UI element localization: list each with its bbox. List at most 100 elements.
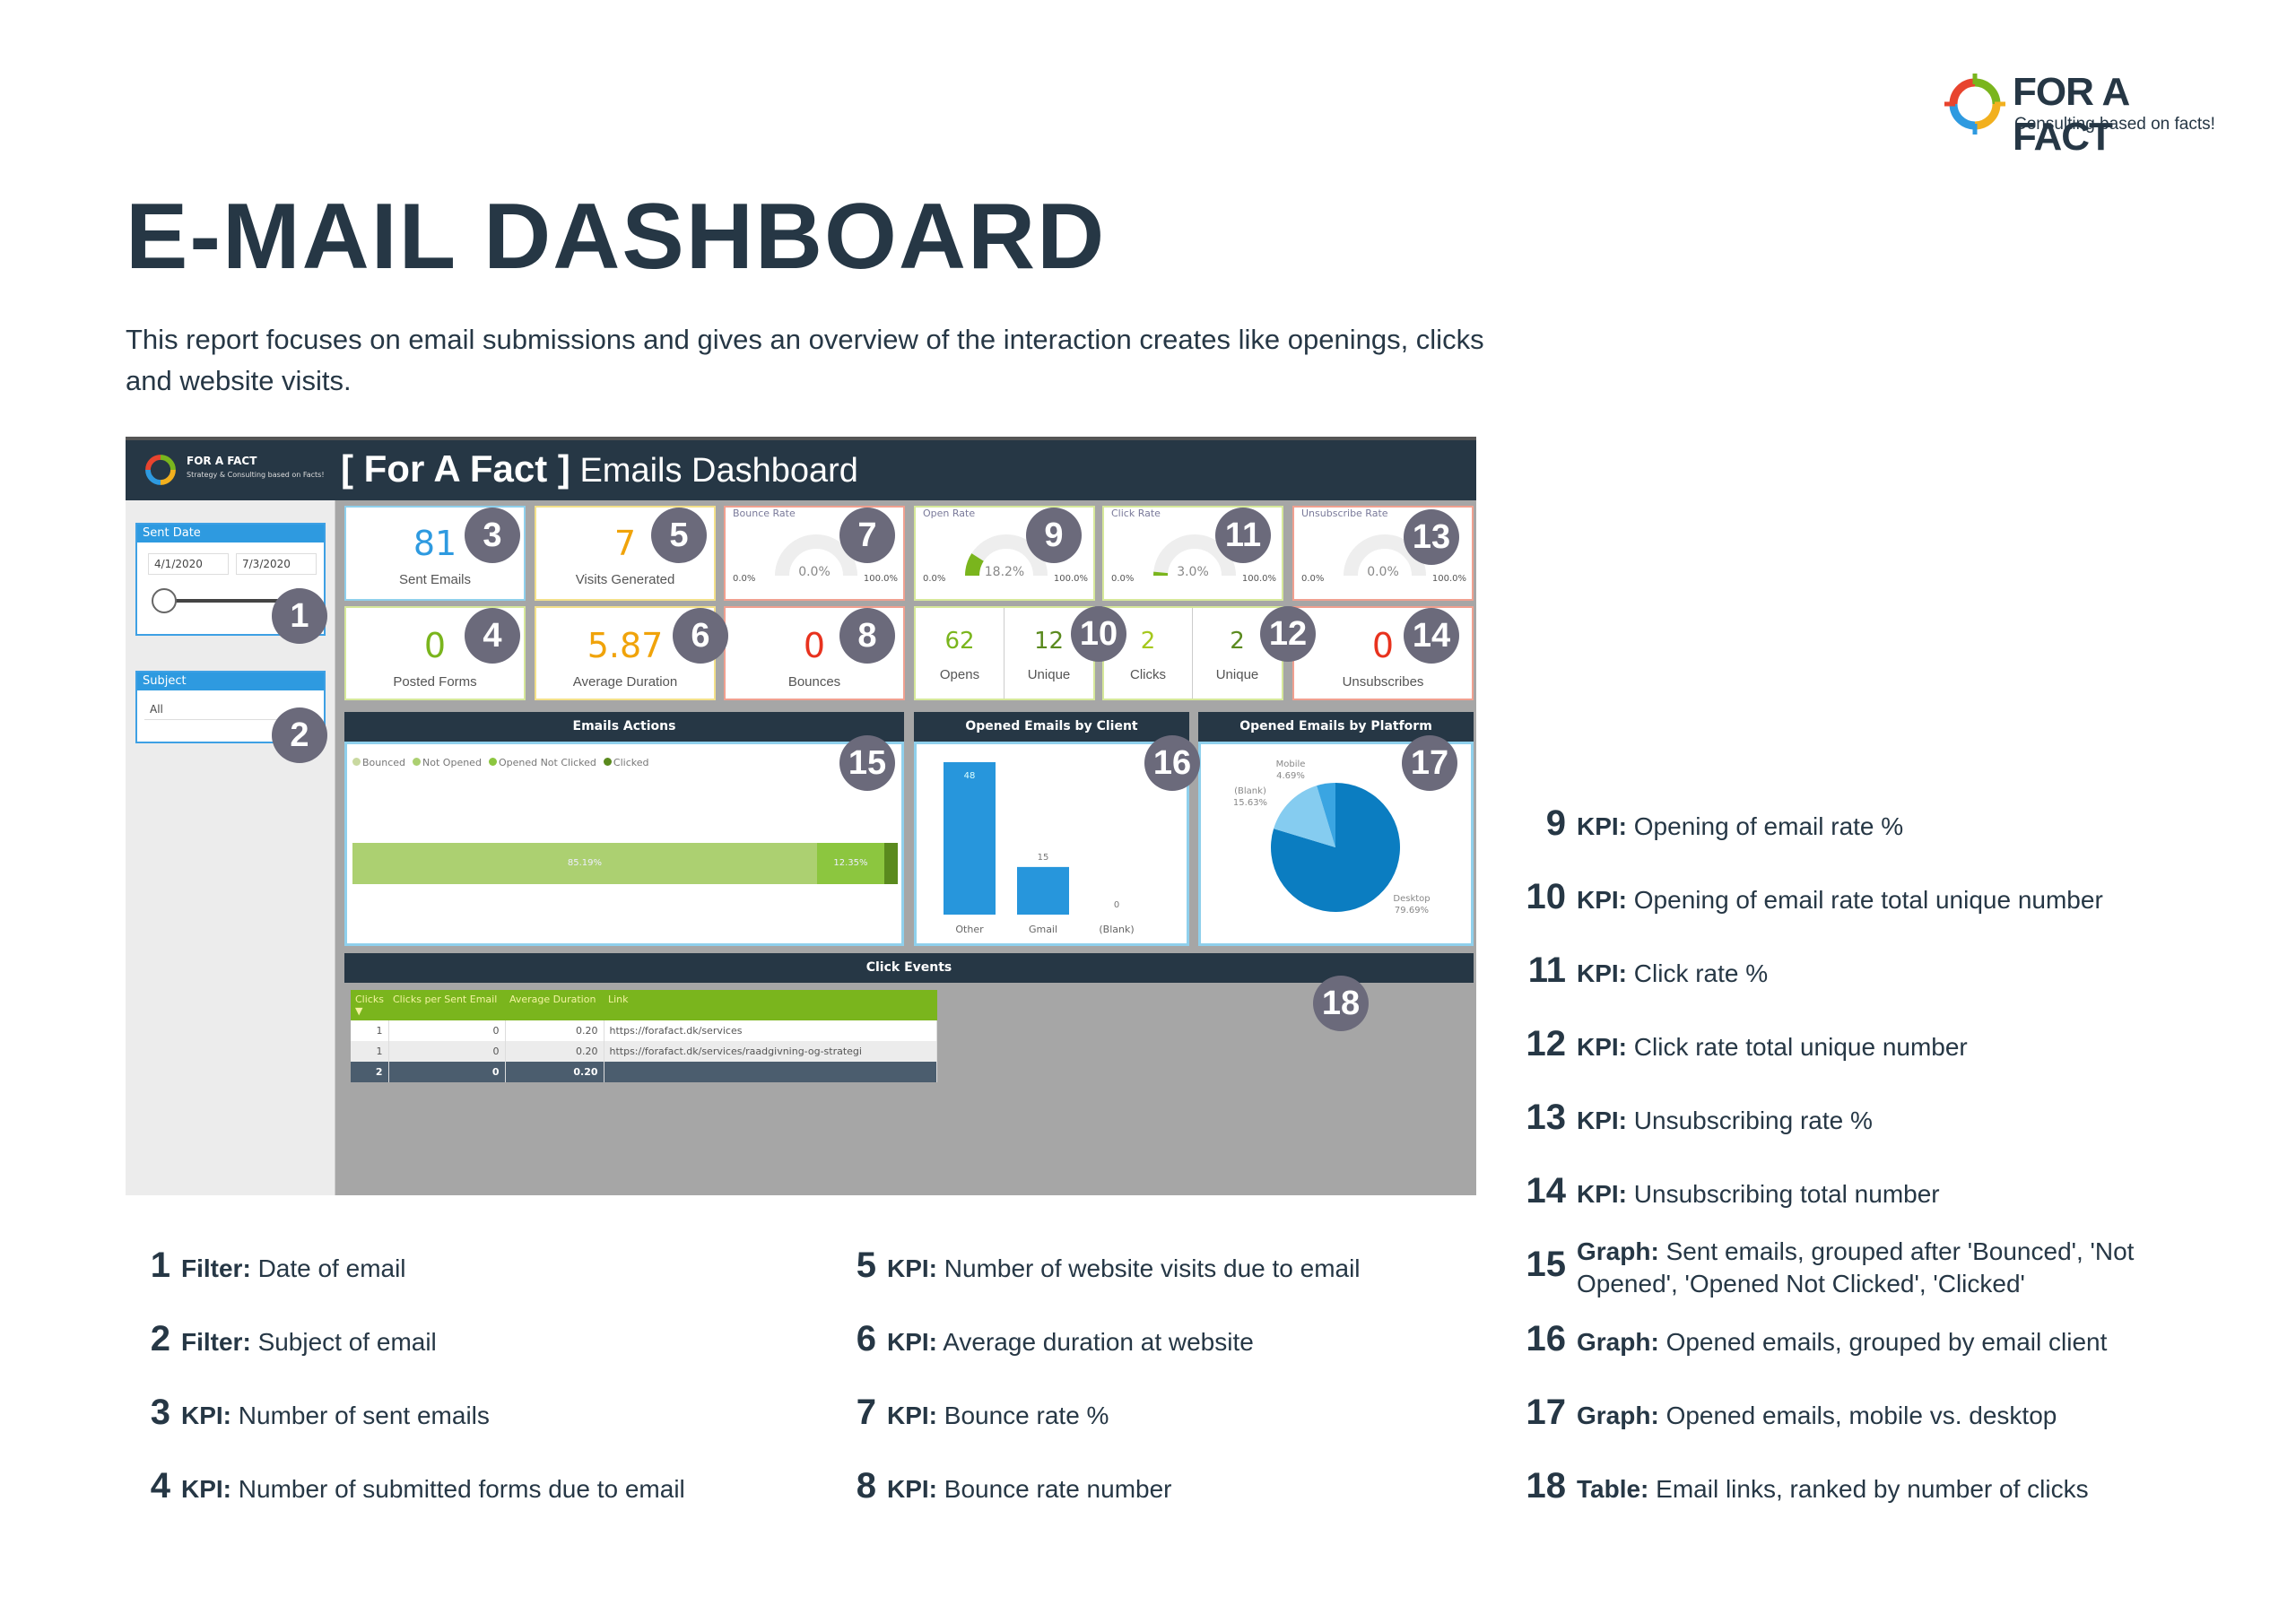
legend-label: Clicked <box>613 757 649 768</box>
gauge-min: 0.0% <box>1301 574 1325 584</box>
legend-label: Not Opened <box>422 757 482 768</box>
legend-kind: KPI: <box>887 1328 937 1356</box>
gauge-track <box>775 534 857 577</box>
gauge-min: 0.0% <box>923 574 946 584</box>
kpi-label: Clicks <box>1130 667 1166 682</box>
legend-description: Opening of email rate total unique numbe… <box>1633 886 2103 914</box>
kpi-value: 0 <box>423 626 447 665</box>
sent-date-label: Sent Date <box>137 525 324 542</box>
legend-kind: KPI: <box>1577 1180 1627 1208</box>
legend-kind: KPI: <box>1577 886 1627 914</box>
legend-description: Bounce rate % <box>944 1402 1109 1429</box>
bar-gmail <box>1017 866 1069 915</box>
legend-number: 10 <box>1526 877 1567 916</box>
legend-number: 12 <box>1526 1024 1567 1063</box>
callout-badge: 10 <box>1071 606 1126 662</box>
gauge-min: 0.0% <box>733 574 756 584</box>
table-total-row: 2 0 0.20 <box>351 1062 937 1082</box>
legend-dot-icon <box>488 758 497 766</box>
callout-badge: 14 <box>1404 608 1459 664</box>
column-header-clicks-per-sent[interactable]: Clicks per Sent Email <box>388 990 505 1020</box>
callout-badge: 9 <box>1026 508 1082 563</box>
legend-description: Number of sent emails <box>238 1402 490 1429</box>
callout-badge: 13 <box>1404 509 1459 565</box>
gauge-track <box>1153 534 1236 577</box>
logo-target-icon <box>1944 74 2005 135</box>
legend-description: Bounce rate number <box>944 1475 1172 1503</box>
gauge-min: 0.0% <box>1111 574 1135 584</box>
legend-dot-icon <box>603 758 612 766</box>
kpi-value: 81 <box>413 524 457 563</box>
legend-kind: Filter: <box>181 1328 251 1356</box>
legend-label: Opened Not Clicked <box>498 757 596 768</box>
gauge-value: 0.0% <box>798 565 831 579</box>
click-events-table: Clicks▼ Clicks per Sent Email Average Du… <box>351 990 937 1082</box>
column-header-clicks-label: Clicks <box>355 994 384 1005</box>
dashboard-header: FOR A FACT Strategy & Consulting based o… <box>126 437 1476 500</box>
legend-description: Opening of email rate % <box>1633 812 1904 840</box>
legend-number: 9 <box>1545 803 1566 843</box>
slice-name-label: Desktop <box>1393 894 1430 904</box>
legend-kind: KPI: <box>1577 812 1627 840</box>
category-label: (Blank) <box>1099 924 1134 935</box>
gauge-value: 3.0% <box>1177 565 1209 579</box>
legend-kind: KPI: <box>887 1254 937 1282</box>
kpi-value: 0 <box>1371 626 1395 665</box>
pie-slice-mobile <box>1317 783 1335 847</box>
date-start-handle[interactable] <box>152 588 177 613</box>
legend-number: 7 <box>856 1393 876 1432</box>
legend-number: 14 <box>1526 1171 1567 1211</box>
cell-link[interactable]: https://forafact.dk/services/raadgivning… <box>604 1041 937 1062</box>
column-header-link[interactable]: Link <box>604 990 937 1020</box>
dashboard-title-text: Emails Dashboard <box>579 452 858 490</box>
gauge-title: Bounce Rate <box>733 508 796 519</box>
legend-kind: KPI: <box>887 1402 937 1429</box>
legend-description: Click rate % <box>1633 959 1769 987</box>
cell-link[interactable]: https://forafact.dk/services <box>604 1020 937 1041</box>
column-header-average-duration[interactable]: Average Duration <box>505 990 604 1020</box>
legend-kind: KPI: <box>181 1475 231 1503</box>
cell-average-duration: 0.20 <box>505 1020 604 1041</box>
slice-name-label: Mobile <box>1276 759 1306 769</box>
kpi-value: 5.87 <box>587 626 664 665</box>
kpi-label: Unsubscribes <box>1342 674 1424 690</box>
legend-text: KPI: Bounce rate % <box>887 1400 1109 1432</box>
legend-text: Graph: Opened emails, mobile vs. desktop <box>1577 1400 2057 1432</box>
legend-number: 13 <box>1526 1098 1567 1137</box>
gauge-max: 100.0% <box>1431 574 1466 584</box>
kpi-label: Opens <box>939 667 980 682</box>
legend-description: Opened emails, grouped by email client <box>1665 1328 2108 1356</box>
legend-text: KPI: Unsubscribing total number <box>1577 1178 1940 1211</box>
kpi-value: 2 <box>1230 628 1245 655</box>
kpi-clicks: 2 Clicks 2 Unique <box>1102 606 1283 700</box>
legend-number: 8 <box>856 1466 876 1506</box>
legend-text: Graph: Opened emails, grouped by email c… <box>1577 1326 2107 1358</box>
date-from-input[interactable]: 4/1/2020 <box>148 553 229 575</box>
legend-text: Filter: Subject of email <box>181 1326 437 1358</box>
gauge-title: Unsubscribe Rate <box>1301 508 1388 519</box>
kpi-label: Sent Emails <box>398 572 472 587</box>
legend-number: 5 <box>856 1245 876 1285</box>
callout-badge: 6 <box>673 608 728 664</box>
logo-name: FOR A FACT <box>2013 70 2129 159</box>
date-to-input[interactable]: 7/3/2020 <box>236 553 317 575</box>
legend-text: Graph: Sent emails, grouped after 'Bounc… <box>1577 1236 2151 1300</box>
total-link <box>604 1062 937 1082</box>
legend-number: 4 <box>150 1466 170 1506</box>
total-average-duration: 0.20 <box>505 1062 604 1082</box>
sort-desc-icon: ▼ <box>355 1005 363 1017</box>
subject-dropdown[interactable]: All <box>144 699 279 720</box>
company-logo: FOR A FACT Consulting based on facts! <box>1943 70 2230 159</box>
legend-entry: Not Opened <box>413 757 482 768</box>
column-header-clicks[interactable]: Clicks▼ <box>351 990 388 1020</box>
cell-clicks: 1 <box>351 1020 389 1041</box>
legend-text: KPI: Click rate total unique number <box>1577 1031 1968 1063</box>
cell-average-duration: 0.20 <box>505 1041 604 1062</box>
legend-kind: KPI: <box>1577 1033 1627 1061</box>
legend-text: KPI: Unsubscribing rate % <box>1577 1105 1873 1137</box>
legend-number: 6 <box>856 1319 876 1358</box>
callout-badge: 1 <box>272 588 327 644</box>
bar-value-label: 0 <box>1114 900 1119 910</box>
